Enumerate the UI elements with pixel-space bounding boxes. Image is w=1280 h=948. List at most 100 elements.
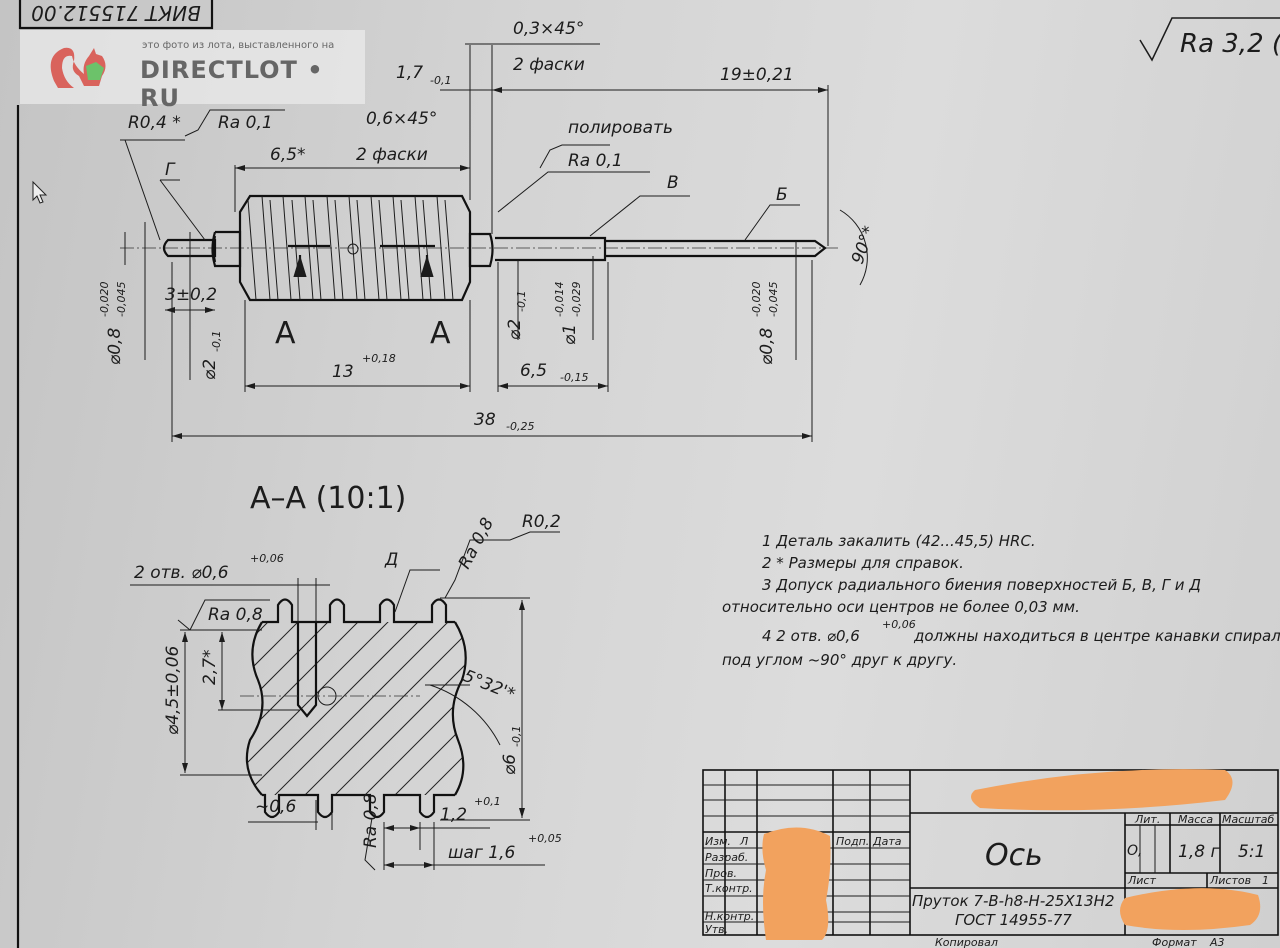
surface-v-label: В — [667, 173, 679, 193]
tb-list: Л — [739, 835, 748, 848]
dia-label: ⌀0,8 — [105, 328, 125, 365]
dim-dia-2-right: ⌀2 -0,1 — [505, 291, 528, 340]
roughness-top: Ra 0,8 — [208, 605, 263, 625]
dim-6-5-ref: 6,5* — [270, 145, 306, 165]
material-line-1: Пруток 7-В-h8-Н-25Х13Н2 — [912, 892, 1115, 910]
chamfer2-count-label: 2 фаски — [356, 145, 428, 165]
note-4-tol: +0,06 — [882, 618, 916, 631]
spiral-coils — [247, 195, 454, 301]
tb-prov: Пров. — [705, 867, 737, 880]
tol-lower: -0,045 — [115, 282, 128, 317]
dim-1-2: 1,2 — [440, 805, 467, 825]
designation-text: ВИКТ 715512.00 — [31, 1, 201, 25]
tb-format: Формат — [1152, 936, 1197, 948]
mass-value: 1,8 г — [1178, 842, 1219, 862]
dim-6-5: 6,5 — [520, 361, 547, 381]
break-line-right — [451, 621, 467, 796]
note-4-cont: под углом ~90° друг к другу. — [722, 651, 957, 669]
dim-19: 19±0,21 — [720, 65, 794, 85]
tb-masshtab: Масштаб — [1222, 813, 1274, 826]
dim-38: 38 — [474, 410, 496, 430]
general-roughness: Ra 3,2 ( — [1139, 17, 1280, 62]
note-4-text: должны находиться в центре канавки спира… — [913, 627, 1280, 645]
tb-podp: Подп. — [836, 835, 869, 848]
redaction-marks — [762, 769, 1261, 940]
tb-lit: Лит. — [1134, 813, 1160, 826]
note-1: 1 Деталь закалить (42...45,5) HRC. — [762, 532, 1036, 550]
dim-6-5-tol: -0,15 — [560, 371, 588, 384]
tol-lower: -0,029 — [570, 282, 583, 317]
dim-3: 3±0,2 — [165, 285, 217, 305]
section-title: A–A (10:1) — [250, 481, 406, 516]
section-mark-a-right: A — [430, 316, 451, 351]
watermark-caption: это фото из лота, выставленного на — [142, 40, 335, 51]
tol: -0,1 — [510, 726, 523, 747]
title-block: Изм. Л Подп. Дата Разраб. Пров. Т.контр.… — [702, 769, 1279, 948]
polish-label: полировать — [568, 118, 673, 138]
radius-label: R0,4 * — [128, 113, 181, 133]
tb-sheets-value: 1 — [1262, 874, 1269, 887]
surface-g-label: Г — [165, 160, 176, 180]
tb-copied: Копировал — [935, 936, 998, 948]
main-view: 0,3×45° 2 фаски 1,7 -0,1 19±0,21 R0,4 * … — [98, 19, 880, 442]
bottom-teeth — [262, 793, 455, 819]
hole-section — [296, 622, 318, 718]
tol-upper: -0,020 — [98, 282, 111, 317]
dia-label: ⌀6 — [500, 754, 520, 775]
surface-d-label: Д — [384, 550, 398, 570]
tb-sheets: Листов — [1209, 874, 1251, 887]
part-outline — [162, 194, 827, 302]
tb-massa: Масса — [1178, 813, 1213, 826]
dim-dia-0-8-right: ⌀0,8 -0,020 -0,045 — [750, 282, 780, 365]
tol: -0,1 — [515, 291, 528, 312]
tol-lower: -0,045 — [767, 282, 780, 317]
tb-tkontr: Т.контр. — [705, 882, 753, 895]
mouse-cursor-icon — [32, 180, 48, 204]
section-mark-a-left: A — [275, 316, 296, 351]
tb-utv: Утв. — [705, 923, 728, 936]
tb-razrab: Разраб. — [705, 851, 748, 864]
roughness-right: Ra 0,1 — [568, 151, 623, 171]
pitch-tol: +0,05 — [528, 832, 562, 845]
dim-13: 13 — [332, 362, 354, 382]
chamfer2-label: 0,6×45° — [366, 109, 437, 129]
dia-label: ⌀2 — [505, 319, 525, 340]
dim-1-7-tol: -0,1 — [430, 74, 451, 87]
squirrel-logo-icon — [50, 47, 106, 88]
dim-dia-6: ⌀6 -0,1 — [500, 726, 523, 775]
radius-r0-2: R0,2 — [522, 512, 561, 532]
roughness-corner: Ra 0,8 — [455, 515, 498, 573]
tb-lit-value: О, — [1127, 843, 1142, 859]
surface-b-label: Б — [776, 185, 788, 205]
note-2: 2 * Размеры для справок. — [762, 554, 964, 572]
dim-1-2-tol: +0,1 — [474, 795, 501, 808]
dia-label: ⌀0,8 — [757, 328, 777, 365]
holes-tol: +0,06 — [250, 552, 284, 565]
material-line-2: ГОСТ 14955-77 — [955, 911, 1072, 929]
part-name: Ось — [985, 838, 1043, 873]
section-hatching — [246, 622, 466, 795]
tb-nkontr: Н.контр. — [705, 910, 754, 923]
dim-dia-4-5: ⌀4,5±0,06 — [163, 645, 183, 735]
section-view: A–A (10:1) — [130, 481, 562, 871]
chamfer-label: 0,3×45° — [513, 19, 584, 39]
designation-box: ВИКТ 715512.00 — [18, 0, 214, 30]
tol: -0,1 — [210, 331, 223, 352]
dim-1-7: 1,7 — [396, 63, 423, 83]
section-dimension-lines — [130, 531, 560, 871]
dim-dia-2-left: ⌀2 -0,1 — [200, 331, 223, 380]
dim-2-7: 2,7* — [200, 649, 220, 685]
note-4: 4 2 отв. ⌀0,6 — [762, 627, 860, 645]
tol-upper: -0,020 — [750, 282, 763, 317]
roughness-bottom: Ra 0,8 — [361, 793, 381, 848]
tb-sheet: Лист — [1127, 874, 1156, 887]
top-teeth — [262, 598, 455, 624]
scale-value: 5:1 — [1238, 842, 1265, 862]
pitch-label: шаг 1,6 — [448, 843, 516, 863]
dim-approx-0-6: ~0,6 — [255, 797, 296, 817]
note-3-cont: относительно оси центров не более 0,03 м… — [722, 598, 1080, 616]
technical-notes: 1 Деталь закалить (42...45,5) HRC. 2 * Р… — [722, 532, 1280, 669]
break-line-left — [245, 621, 264, 796]
